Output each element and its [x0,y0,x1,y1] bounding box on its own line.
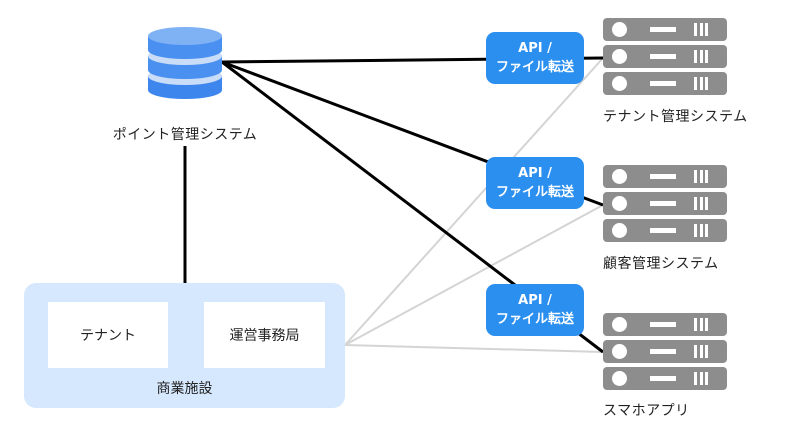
facility-group: テナント 運営事務局 商業施設 [24,283,345,408]
facility-label: 商業施設 [156,381,213,397]
server-icon [603,18,727,99]
edge-facility-to-customer-system [344,204,604,346]
edge-facility-to-smartphone-app [344,344,604,353]
tenant-management-system-label: テナント管理システム [603,109,748,125]
server-icon [603,165,727,246]
badge-line1: API / [518,41,552,56]
edge-facility-to-tenant-system [344,57,604,346]
badge-line2: ファイル転送 [495,312,574,327]
smartphone-app-label: スマホアプリ [603,403,690,419]
api-file-transfer-badge-2: API / ファイル転送 [486,157,584,209]
database-icon [148,27,222,99]
server-icon [603,313,727,394]
api-file-transfer-badge-3: API / ファイル転送 [486,284,584,336]
badge-line1: API / [518,293,552,308]
badge-line2: ファイル転送 [495,185,574,200]
badge-line1: API / [518,166,552,181]
point-system-label: ポイント管理システム [112,127,258,143]
operations-office-label: 運営事務局 [229,328,300,344]
customer-management-system-label: 顧客管理システム [603,256,719,272]
operations-office-box: 運営事務局 [204,302,325,368]
api-file-transfer-badge-1: API / ファイル転送 [486,32,584,84]
tenant-label: テナント [80,328,136,344]
badge-line2: ファイル転送 [495,60,574,75]
tenant-box: テナント [48,302,168,368]
